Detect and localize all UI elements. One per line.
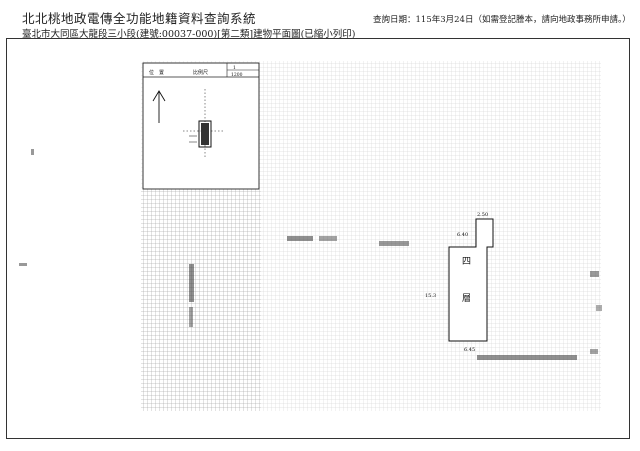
north-arrow-icon xyxy=(152,90,166,123)
floor-plan-frame: 位 置 比例尺 1 1200 四 層 2.50 6.40 15.3 6.45 xyxy=(6,38,630,439)
dimension-top: 2.50 xyxy=(477,212,488,218)
document-subtitle: 臺北市大同區大龍段三小段(建號:00037-000)[第二類]建物平面圖(已縮小… xyxy=(22,29,356,40)
title-block-location: 位 置 xyxy=(149,69,164,76)
floor-label-2: 層 xyxy=(462,293,471,304)
title-block-scale: 比例尺 xyxy=(193,69,208,76)
grid-sheet-dense xyxy=(141,189,261,411)
dimension-left-top: 6.40 xyxy=(457,232,468,238)
floor-label: 四 xyxy=(462,257,471,267)
scale-value-bottom: 1200 xyxy=(231,72,243,78)
handwritten-annotations xyxy=(19,149,602,360)
system-title: 北北桃地政電傳全功能地籍資料查詢系統 xyxy=(22,11,257,26)
floor-plan-outline xyxy=(448,218,494,342)
scanned-floor-plan: 位 置 比例尺 1 1200 四 層 2.50 6.40 15.3 6.45 xyxy=(19,61,602,411)
query-date: 查詢日期：115年3月24日（如需登記謄本，請向地政事務所申請。） xyxy=(373,15,631,25)
dimension-left: 15.3 xyxy=(425,293,436,299)
location-sketch xyxy=(183,89,223,159)
scale-value-top: 1 xyxy=(233,65,236,71)
dimension-bottom: 6.45 xyxy=(464,347,475,353)
